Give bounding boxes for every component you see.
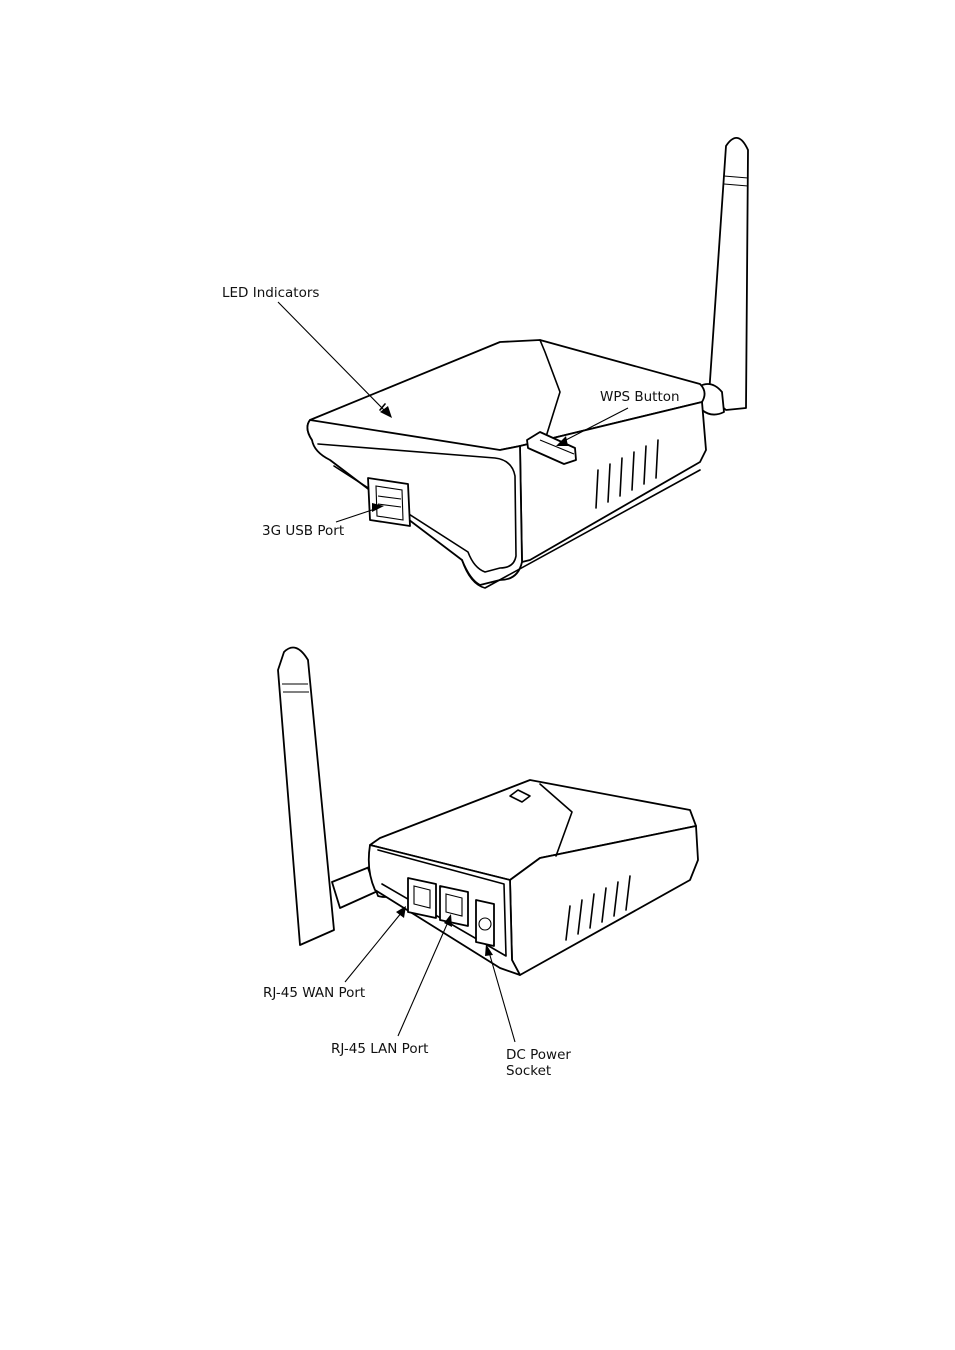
router-front-view (307, 138, 748, 588)
label-dc-power-line2: Socket (506, 1063, 551, 1079)
router-back-view (278, 648, 698, 976)
leader-rj45-wan-port (345, 912, 402, 982)
lan-port-shape (440, 886, 468, 926)
label-rj45-wan-port: RJ-45 WAN Port (263, 985, 365, 1001)
arrow-rj45-wan-port (396, 906, 406, 918)
leader-rj45-lan-port (398, 922, 448, 1036)
wan-port-shape (408, 878, 436, 918)
front-antenna (700, 138, 748, 415)
dc-socket-shape (476, 900, 494, 946)
label-dc-power-line1: DC Power (506, 1047, 571, 1063)
usb-port-shape (368, 478, 410, 526)
label-rj45-lan-port: RJ-45 LAN Port (331, 1041, 428, 1057)
label-wps-button: WPS Button (600, 389, 680, 405)
back-antenna (278, 648, 400, 946)
leader-led-indicators (278, 302, 386, 412)
label-3g-usb-port: 3G USB Port (262, 523, 344, 539)
label-led-indicators: LED Indicators (222, 285, 319, 301)
